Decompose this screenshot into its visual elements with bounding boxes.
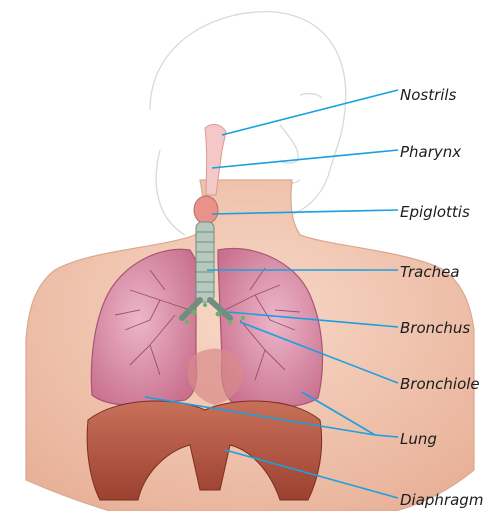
leader-line-nostrils: [222, 90, 398, 135]
label-trachea: Trachea: [400, 263, 460, 281]
label-epiglottis: Epiglottis: [400, 203, 470, 221]
leader-line-pharynx: [212, 150, 398, 168]
diaphragm-shape: [87, 401, 322, 500]
label-bronchus: Bronchus: [400, 319, 470, 337]
label-pharynx: Pharynx: [400, 143, 461, 161]
label-bronchiole: Bronchiole: [400, 375, 480, 393]
label-lung: Lung: [400, 430, 437, 448]
label-diaphragm: Diaphragm: [400, 491, 483, 509]
label-nostrils: Nostrils: [400, 86, 456, 104]
epiglottis-shape: [194, 196, 218, 224]
